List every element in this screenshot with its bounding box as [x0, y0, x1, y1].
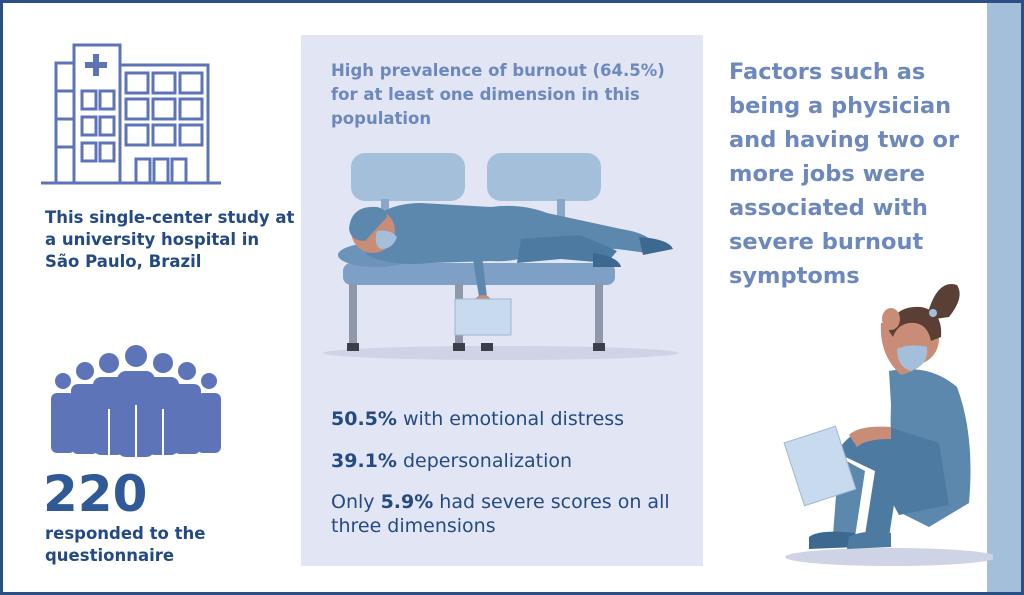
study-description: This single-center study at a university… — [45, 208, 295, 271]
stat-severe-all-dimensions: Only 5.9% had severe scores on all three… — [331, 491, 670, 537]
prevalence-text: High prevalence of burnout (64.5%) for a… — [331, 61, 665, 128]
hospital-icon — [41, 43, 221, 185]
distressed-nurse-illustration — [783, 284, 993, 566]
respondent-count: 220 — [43, 465, 148, 523]
factors-text: Factors such as being a physician and ha… — [729, 59, 960, 289]
sleeping-doctor-illustration — [323, 153, 679, 360]
stat-depersonalization: 39.1% depersonalization — [331, 450, 573, 472]
right-decorative-stripe — [987, 3, 1021, 592]
respondent-label: responded to the questionnaire — [45, 524, 206, 565]
group-of-people-icon — [51, 345, 221, 457]
stat-emotional-distress: 50.5% with emotional distress — [331, 408, 625, 430]
